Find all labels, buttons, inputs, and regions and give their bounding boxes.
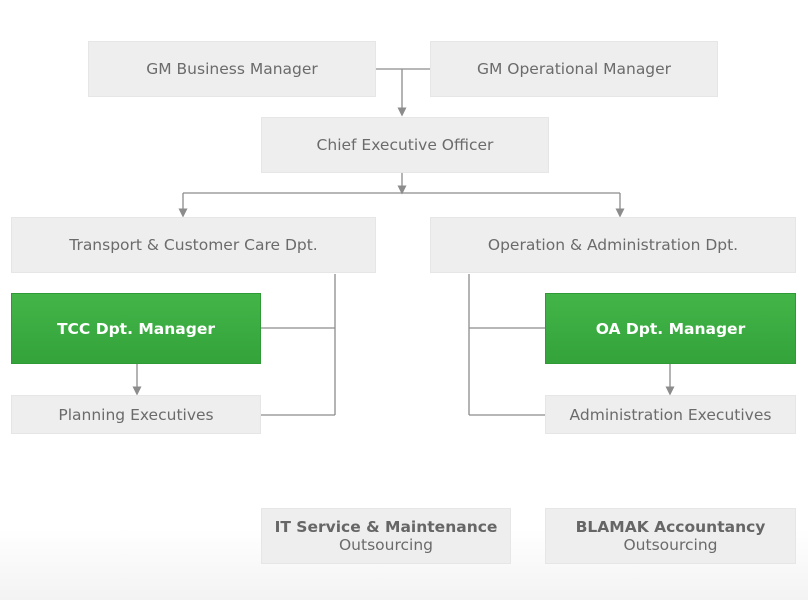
gm-business-manager-box: GM Business Manager	[88, 41, 376, 97]
it-service-title: IT Service & Maintenance	[274, 518, 498, 536]
ceo-label: Chief Executive Officer	[316, 136, 494, 154]
gm-business-manager-label: GM Business Manager	[146, 60, 318, 78]
gm-operational-manager-label: GM Operational Manager	[476, 60, 672, 78]
blamak-box: BLAMAK Accountancy Outsourcing	[545, 508, 796, 564]
gm-operational-manager-box: GM Operational Manager	[430, 41, 718, 97]
tcc-manager-label: TCC Dpt. Manager	[56, 319, 215, 338]
blamak-subtitle: Outsourcing	[623, 536, 718, 554]
oa-manager-box: OA Dpt. Manager	[545, 293, 796, 364]
it-service-subtitle: Outsourcing	[338, 536, 433, 554]
it-service-box: IT Service & Maintenance Outsourcing	[261, 508, 511, 564]
administration-executives-box: Administration Executives	[545, 395, 796, 434]
operation-dept-label: Operation & Administration Dpt.	[487, 236, 739, 254]
blamak-title: BLAMAK Accountancy	[575, 518, 766, 536]
transport-dept-box: Transport & Customer Care Dpt.	[11, 217, 376, 273]
tcc-manager-box: TCC Dpt. Manager	[11, 293, 261, 364]
planning-executives-label: Planning Executives	[58, 405, 214, 424]
operation-dept-box: Operation & Administration Dpt.	[430, 217, 796, 273]
planning-executives-box: Planning Executives	[11, 395, 261, 434]
administration-executives-label: Administration Executives	[569, 405, 772, 424]
oa-manager-label: OA Dpt. Manager	[595, 319, 746, 338]
transport-dept-label: Transport & Customer Care Dpt.	[69, 236, 318, 254]
ceo-box: Chief Executive Officer	[261, 117, 549, 173]
